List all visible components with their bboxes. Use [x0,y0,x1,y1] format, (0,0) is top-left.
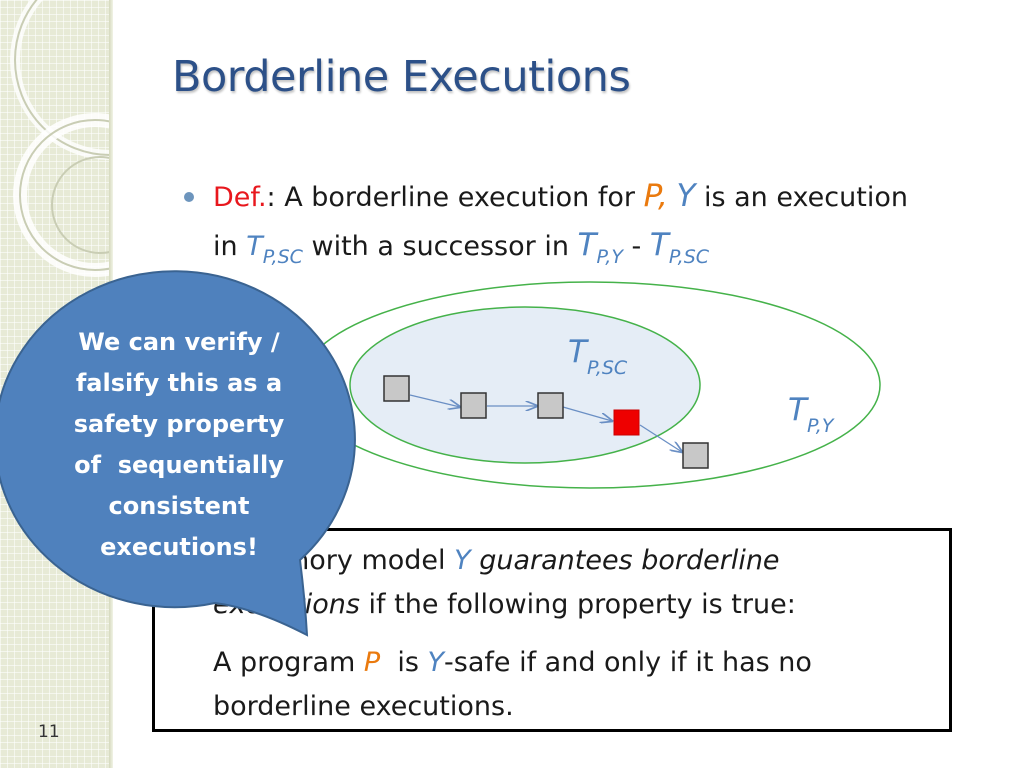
property-line-3: A program P is Y-safe if and only if it … [213,647,812,678]
model-symbol: Y [676,178,696,214]
slide-number: 11 [38,722,60,742]
callout-text: We can verify / falsify this as a safety… [73,328,285,561]
definition-line-1: Def.: A borderline execution for P, Y is… [213,178,908,214]
property-line-4: borderline executions. [213,691,514,722]
execution-state-node [537,392,564,419]
execution-state-node [383,375,410,402]
program-symbol: P [643,178,659,214]
transition-arrow [562,406,612,421]
bullet-dot [184,192,194,202]
definition-line-2: in TP,SC with a successor in TP,Y - TP,S… [213,227,710,268]
label-t-py: TP,Y [788,392,835,437]
execution-state-node [460,392,487,419]
slide-title: Borderline Executions [172,52,631,102]
transition-arrow [409,394,460,407]
transition-arrow [639,424,682,452]
set-t-psc [349,306,701,464]
borderline-state-node [613,409,640,436]
execution-state-node [682,442,709,469]
def-label: Def. [213,182,267,213]
label-t-psc: TP,SC [568,334,628,379]
